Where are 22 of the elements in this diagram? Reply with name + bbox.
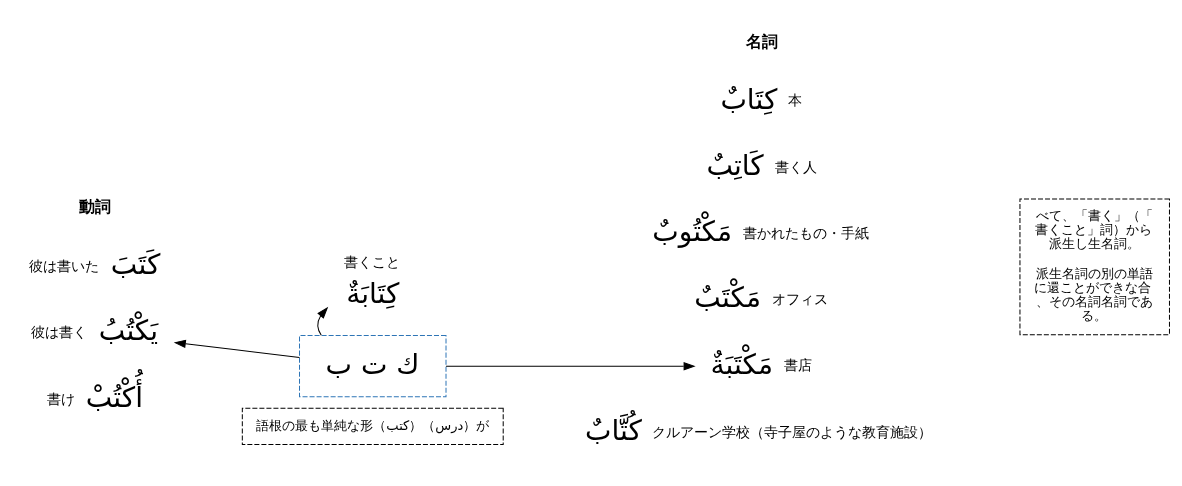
node-label: 彼は書く xyxy=(30,324,87,341)
arrow xyxy=(445,362,695,371)
node-label: 書くこと xyxy=(343,254,400,271)
node-text: كَاتِبٌ xyxy=(706,148,764,182)
node-box: ك ت ب xyxy=(299,335,447,398)
node-label: クルアーン学校（寺子屋のような教育施設） xyxy=(652,423,933,440)
node-label: 書店 xyxy=(783,357,812,374)
node-label: オフィス xyxy=(771,291,828,308)
node-box: べて、「書く」（「書くこと」詞）から派生し生名詞。 派生名詞の別の単語に還ことができな合、その名詞名詞である。 xyxy=(1019,198,1170,336)
node-box: 語根の最も単純な形（كتب）（درس）が xyxy=(241,407,504,445)
label: 名詞 xyxy=(745,31,778,51)
node-text: كِتَابَةٌ xyxy=(346,277,400,311)
arrow xyxy=(317,307,328,336)
node-label: 書かれたもの・手紙 xyxy=(742,224,869,241)
node-label: 書け xyxy=(46,390,75,407)
node-text: كِتَابٌ xyxy=(720,82,778,116)
node-label: 彼は書いた xyxy=(28,258,99,275)
node-label: 書く人 xyxy=(774,158,817,175)
arrow xyxy=(174,339,300,358)
node-label: 本 xyxy=(787,92,802,109)
label: 動詞 xyxy=(78,197,111,217)
node-text: كَتَبَ xyxy=(110,248,161,282)
